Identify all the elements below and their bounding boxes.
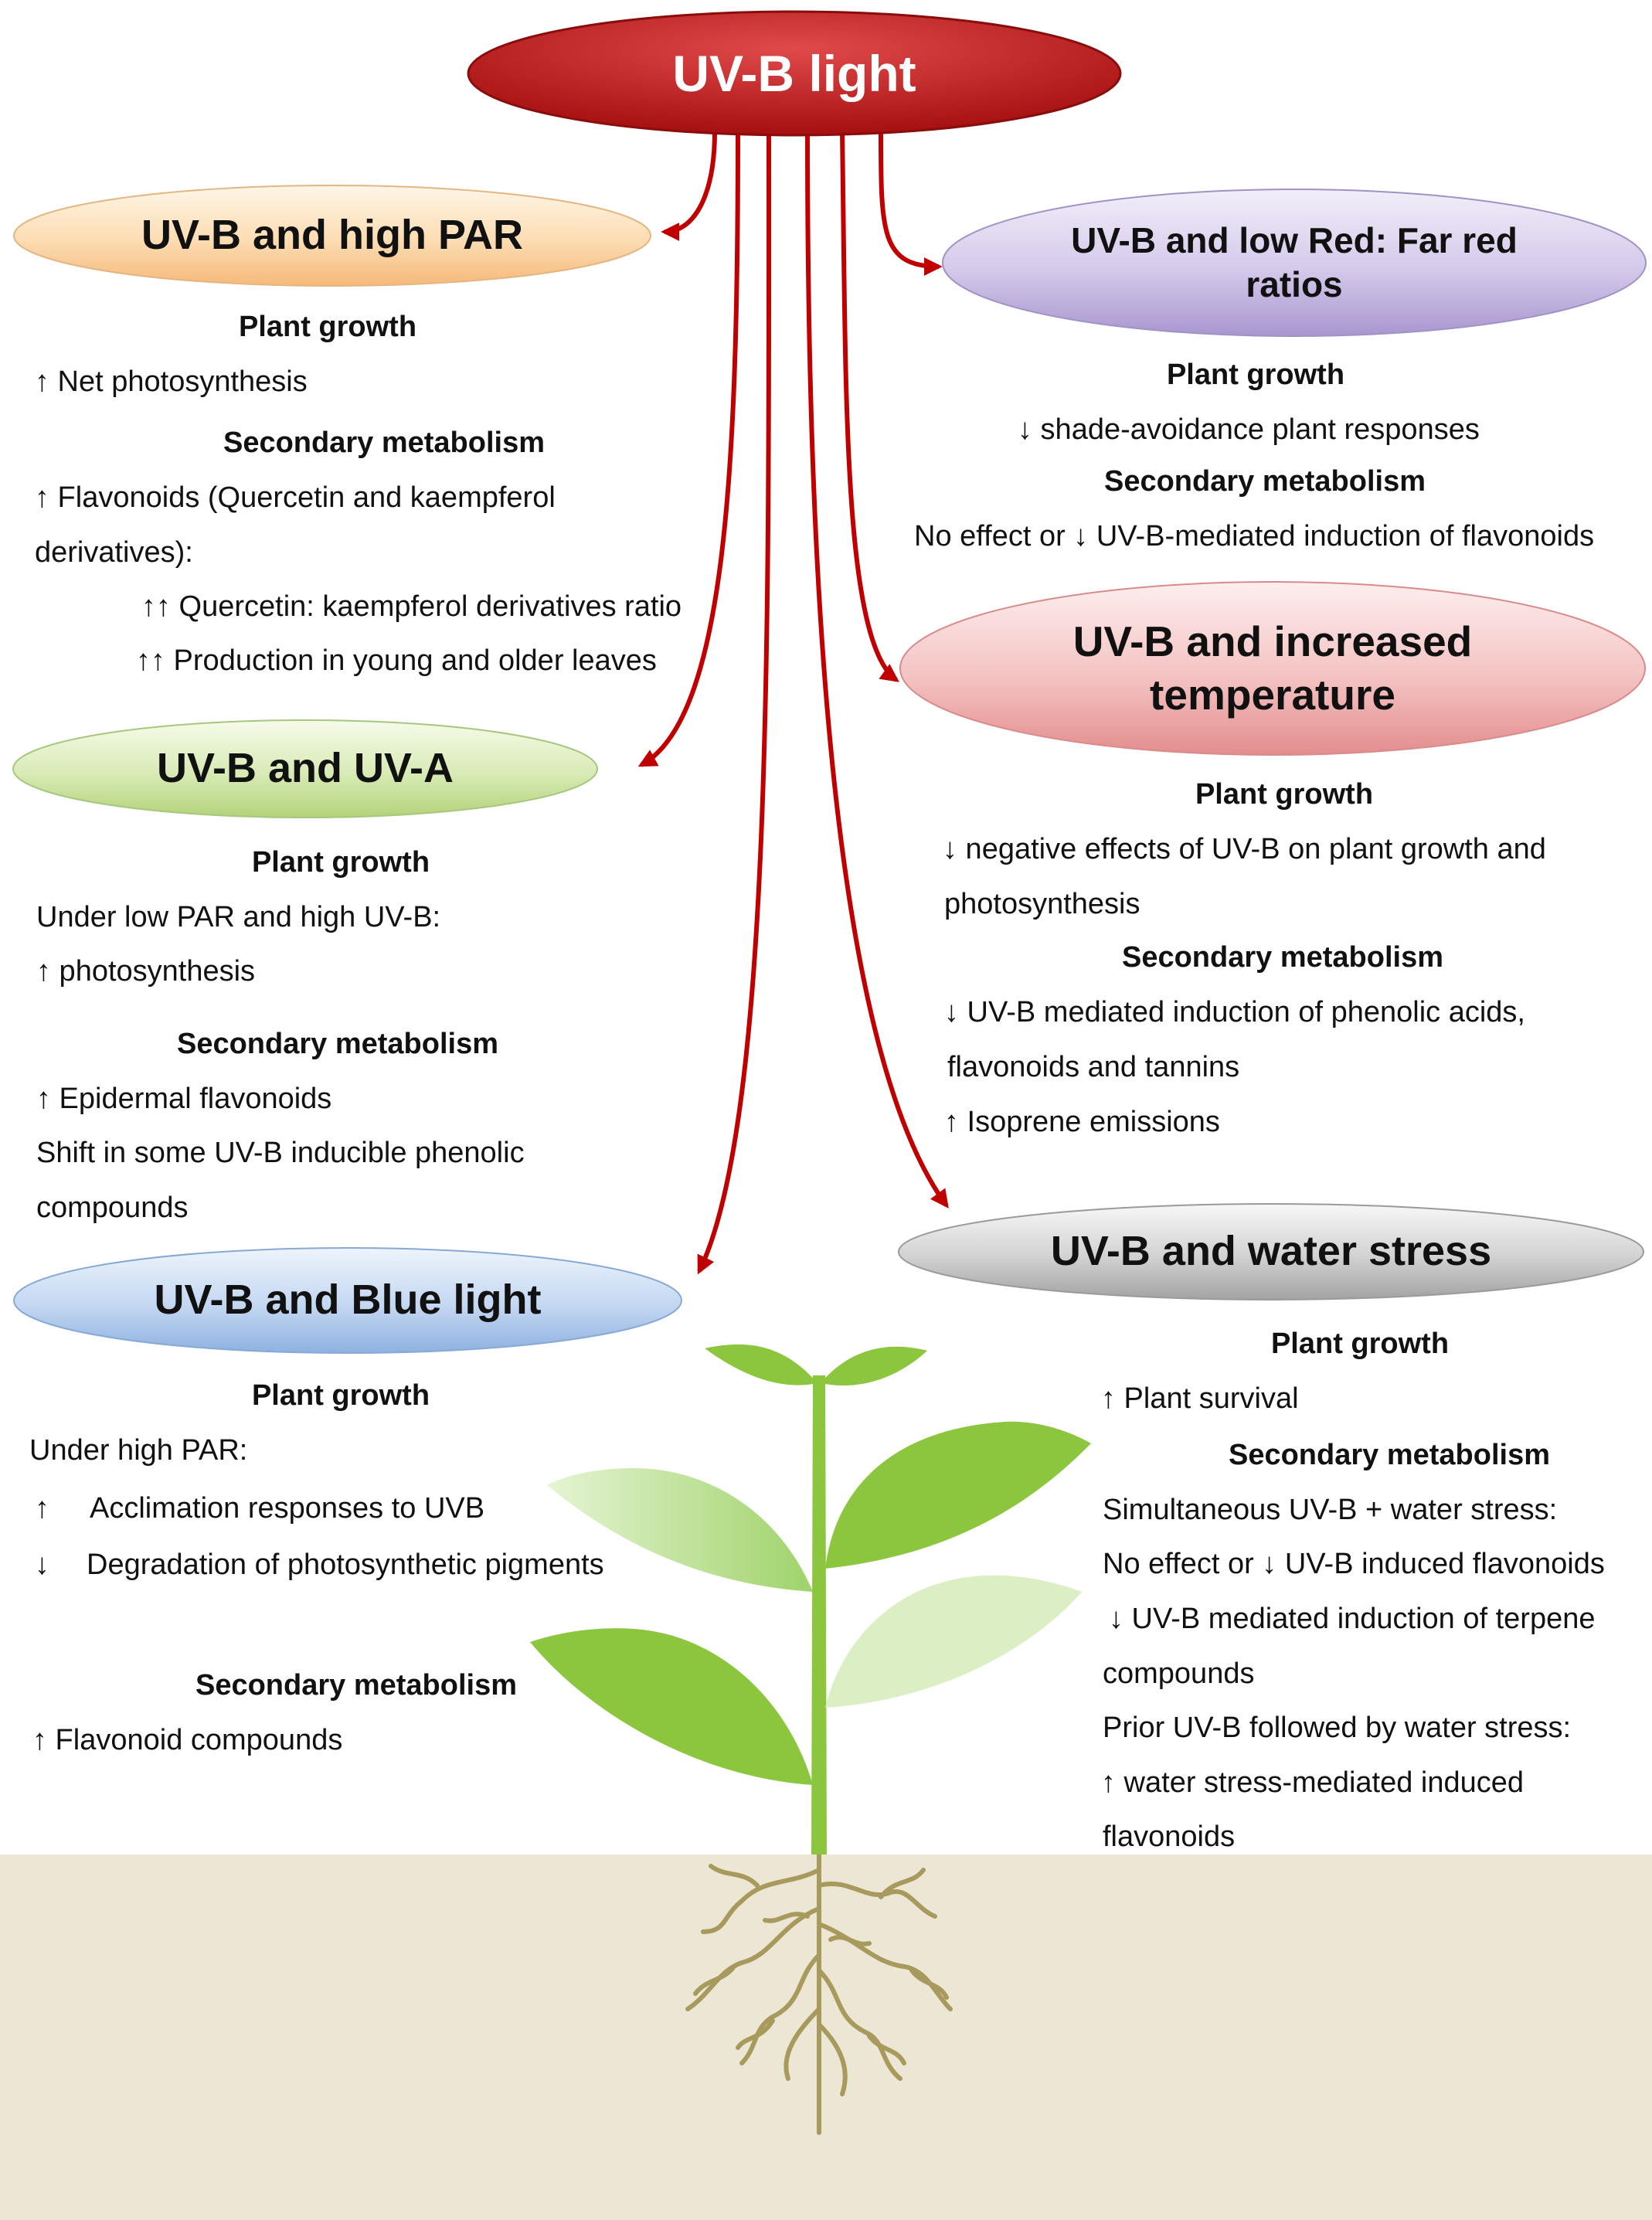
- redfar-growth-line: ↓ shade-avoidance plant responses: [1018, 413, 1480, 446]
- blue-meta-heading: Secondary metabolism: [195, 1669, 518, 1702]
- temp-title: UV-B and increased temperature: [1072, 617, 1473, 719]
- temp-growth-heading: Plant growth: [1195, 778, 1374, 811]
- blue-title: UV-B and Blue light: [154, 1277, 542, 1324]
- uva-growth-line: Under low PAR and high UV-B:: [36, 901, 441, 933]
- uvb-light-title: UV-B light: [672, 45, 916, 102]
- par-title: UV-B and high PAR: [141, 212, 523, 259]
- uva-oval: [12, 719, 598, 818]
- uva-meta-heading: Secondary metabolism: [176, 1028, 499, 1060]
- water-meta-heading: Secondary metabolism: [1228, 1439, 1551, 1471]
- leaf-upper-left: [547, 1468, 813, 1592]
- par-growth-heading: Plant growth: [238, 311, 417, 343]
- blue-down-arrow: ↓: [35, 1549, 49, 1581]
- arrow-to-uva: [637, 131, 740, 767]
- temp-oval: [899, 581, 1646, 756]
- uva-growth-heading: Plant growth: [251, 846, 430, 879]
- water-growth-line: ↑ Plant survival: [1101, 1382, 1299, 1415]
- uva-title: UV-B and UV-A: [156, 745, 454, 792]
- par-growth-line: ↑ Net photosynthesis: [35, 365, 308, 398]
- redfar-title: UV-B and low Red: Far red ratios: [1071, 219, 1518, 305]
- blue-growth-line: Acclimation responses to UVB: [90, 1492, 485, 1525]
- arrow-to-temp: [840, 131, 899, 682]
- uva-growth-line: ↑ photosynthesis: [36, 955, 256, 988]
- par-meta-line: derivatives):: [35, 536, 193, 569]
- par-meta-heading: Secondary metabolism: [223, 427, 546, 459]
- arrow-to-redfar: [879, 131, 943, 276]
- leaf-lower-right: [825, 1575, 1082, 1708]
- par-meta-line: ↑ Flavonoids (Quercetin and kaempferol: [35, 481, 556, 514]
- uvb-light-oval: [467, 10, 1122, 137]
- par-meta-line: ↑↑ Quercetin: kaempferol derivatives rat…: [141, 590, 682, 623]
- water-meta-line: No effect or ↓ UV-B induced flavonoids: [1103, 1548, 1605, 1580]
- blue-up-arrow: ↑: [35, 1492, 49, 1525]
- temp-meta-line: ↑ Isoprene emissions: [944, 1106, 1220, 1138]
- blue-growth-line: Under high PAR:: [29, 1434, 248, 1467]
- water-meta-line: ↑ water stress-mediated induced: [1101, 1766, 1525, 1799]
- uva-meta-line: ↑ Epidermal flavonoids: [36, 1083, 332, 1115]
- connector-arrows: [637, 131, 949, 1275]
- water-title: UV-B and water stress: [1050, 1228, 1492, 1275]
- redfar-meta-heading: Secondary metabolism: [1103, 465, 1426, 498]
- water-meta-line: Prior UV-B followed by water stress:: [1103, 1712, 1572, 1744]
- blue-meta-line: ↑ Flavonoid compounds: [32, 1724, 343, 1756]
- redfar-growth-heading: Plant growth: [1166, 359, 1345, 391]
- plant-illustration: [530, 1344, 1091, 2135]
- water-meta-line: flavonoids: [1103, 1821, 1236, 1853]
- water-meta-line: Simultaneous UV-B + water stress:: [1103, 1494, 1558, 1526]
- blue-oval: [13, 1247, 682, 1354]
- water-meta-line: ↓ UV-B mediated induction of terpene: [1109, 1603, 1596, 1635]
- plant-stem: [811, 1375, 827, 1855]
- arrow-to-blue: [697, 131, 772, 1275]
- redfar-meta-line: No effect or ↓ UV-B-mediated induction o…: [914, 520, 1595, 552]
- water-meta-line: compounds: [1103, 1657, 1255, 1690]
- leaf-top-right: [821, 1346, 927, 1386]
- plant-roots: [685, 1852, 953, 2135]
- uva-meta-line: compounds: [36, 1192, 189, 1224]
- leaf-lower-left: [530, 1628, 813, 1785]
- par-oval: [13, 185, 651, 287]
- uva-meta-line: Shift in some UV-B inducible phenolic: [36, 1137, 525, 1169]
- temp-meta-line: ↓ UV-B mediated induction of phenolic ac…: [944, 996, 1525, 1028]
- blue-growth-heading: Plant growth: [251, 1379, 430, 1412]
- temp-growth-line: ↓ negative effects of UV-B on plant grow…: [943, 833, 1546, 865]
- temp-growth-line: photosynthesis: [944, 888, 1140, 920]
- leaf-upper-right: [825, 1421, 1091, 1569]
- soil: [0, 1855, 1652, 2220]
- water-growth-heading: Plant growth: [1270, 1328, 1450, 1360]
- blue-growth-line: Degradation of photosynthetic pigments: [87, 1549, 604, 1581]
- arrow-to-par: [661, 131, 717, 241]
- leaf-top-left: [705, 1344, 818, 1385]
- arrow-to-water: [805, 131, 949, 1209]
- temp-meta-line: flavonoids and tannins: [947, 1051, 1240, 1083]
- water-oval: [898, 1203, 1644, 1300]
- redfar-oval: [942, 189, 1647, 337]
- temp-meta-heading: Secondary metabolism: [1121, 941, 1444, 974]
- par-meta-line: ↑↑ Production in young and older leaves: [136, 644, 657, 677]
